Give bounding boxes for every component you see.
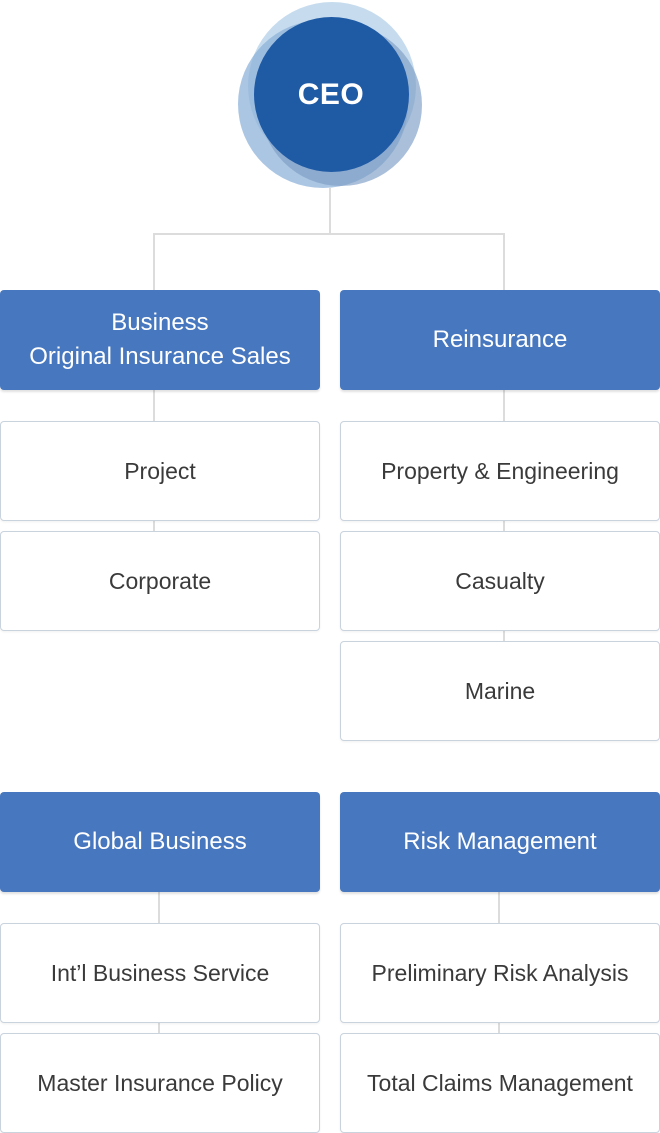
unit-master-insurance-policy: Master Insurance Policy [0, 1033, 320, 1133]
unit-label: Property & Engineering [381, 458, 619, 484]
unit-project: Project [0, 421, 320, 521]
connector-right-drop [503, 233, 505, 291]
unit-marine: Marine [340, 641, 660, 741]
unit-corporate: Corporate [0, 531, 320, 631]
unit-property-engineering: Property & Engineering [340, 421, 660, 521]
connector-horizontal [153, 233, 505, 235]
division-title-line: Reinsurance [432, 326, 568, 353]
connector-ceo-down [329, 188, 331, 235]
unit-casualty: Casualty [340, 531, 660, 631]
division-reinsurance: Reinsurance [340, 290, 660, 390]
connector-left-drop [153, 233, 155, 291]
unit-label: Int’l Business Service [50, 960, 270, 986]
unit-label: Total Claims Management [367, 1070, 633, 1096]
division-business: Business Original Insurance Sales [0, 290, 320, 390]
unit-label: Corporate [108, 568, 212, 594]
ceo-label: CEO [297, 78, 365, 111]
division-title-line: Business [111, 309, 209, 336]
unit-label: Casualty [455, 568, 545, 594]
division-global-business: Global Business [0, 792, 320, 892]
division-risk-management: Risk Management [340, 792, 660, 892]
unit-label: Master Insurance Policy [37, 1070, 283, 1096]
unit-label: Project [124, 458, 196, 484]
division-title-line: Original Insurance Sales [29, 343, 291, 370]
unit-preliminary-risk-analysis: Preliminary Risk Analysis [340, 923, 660, 1023]
unit-label: Preliminary Risk Analysis [371, 960, 629, 986]
unit-total-claims-management: Total Claims Management [340, 1033, 660, 1133]
unit-intl-business-service: Int’l Business Service [0, 923, 320, 1023]
unit-label: Marine [464, 678, 536, 704]
ceo-core-circle [254, 17, 409, 172]
division-title-line: Global Business [73, 828, 247, 855]
ceo-node: CEO [238, 0, 424, 190]
division-title-line: Risk Management [403, 828, 597, 855]
